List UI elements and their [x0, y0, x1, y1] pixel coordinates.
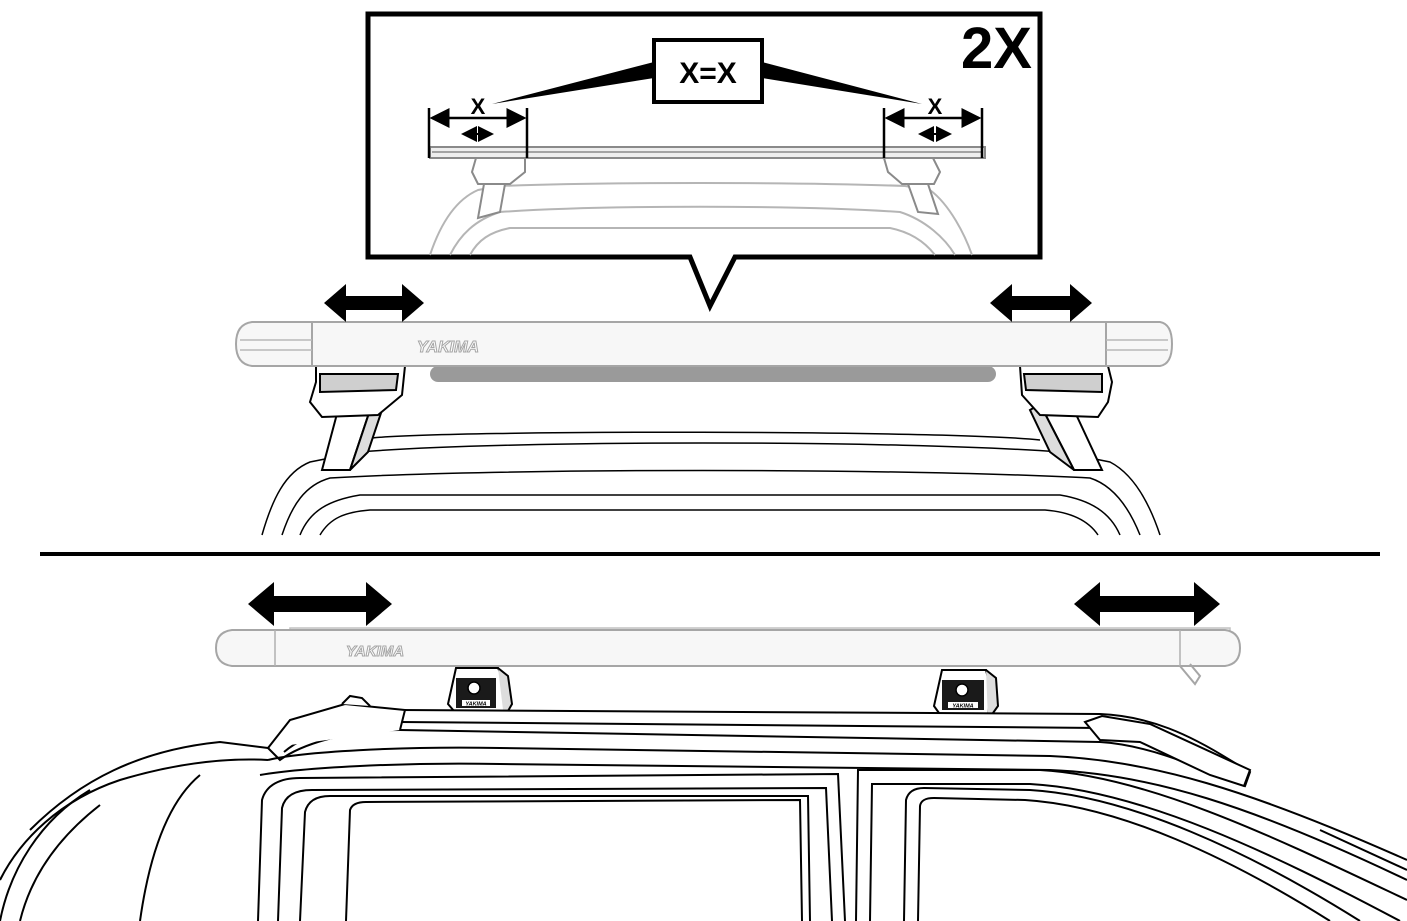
right-overhang-dimension	[882, 108, 984, 158]
upper-bar-underside	[430, 366, 996, 382]
upper-tower-legs	[320, 402, 1104, 471]
upper-bar-brand: YAKIMA	[417, 339, 479, 356]
upper-vehicle-roof	[261, 431, 1161, 536]
callout-frame	[365, 11, 1043, 312]
detail-callout: X X X=X 2X	[365, 11, 1043, 312]
upper-tower-right	[1018, 365, 1114, 419]
right-dimension-label: X	[928, 94, 943, 119]
upper-adjust-arrow-left	[324, 284, 424, 322]
lower-adjust-arrow-right	[1074, 582, 1220, 626]
tower-badge-left: YAKIMA	[465, 702, 486, 708]
upper-rear-view: YAKIMA	[234, 284, 1174, 536]
callout-tower-left	[470, 157, 526, 220]
upper-adjust-arrow-right	[990, 284, 1092, 322]
multiplier-label: 2X	[961, 16, 1032, 81]
upper-crossbar: YAKIMA	[234, 321, 1174, 367]
lower-side-view: YAKIMA YAKIMA YAKIMA	[0, 582, 1407, 921]
tower-badge-right: YAKIMA	[952, 704, 973, 710]
left-dimension-label: X	[471, 94, 486, 119]
equation-text: X=X	[679, 57, 737, 90]
lower-crossbar: YAKIMA	[214, 629, 1242, 686]
lock-cylinder-icon	[955, 683, 969, 697]
callout-roof-sketch	[429, 182, 973, 256]
lower-vehicle-body	[0, 694, 1407, 921]
upper-tower-left	[308, 365, 407, 419]
lower-bar-brand: YAKIMA	[346, 643, 404, 660]
equal-overhang-label: X=X	[492, 38, 922, 104]
lock-cylinder-icon	[467, 681, 481, 695]
left-overhang-dimension	[427, 108, 529, 158]
callout-tower-right	[882, 157, 942, 216]
lower-adjust-arrow-left	[248, 582, 392, 626]
